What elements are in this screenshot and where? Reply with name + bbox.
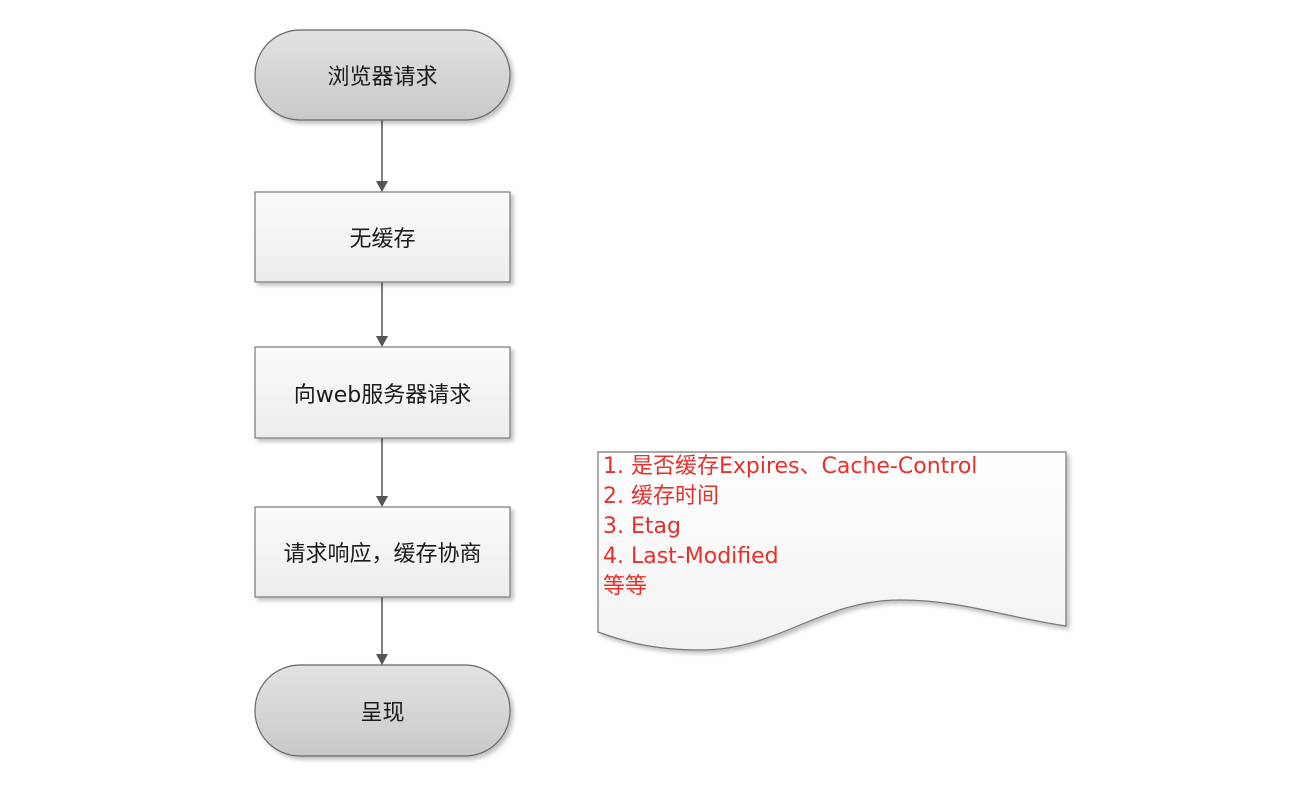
note-line-2: 2. 缓存时间 [603,484,719,509]
request-server-box [254,346,511,439]
start-terminal [254,29,511,121]
end-terminal [254,664,511,757]
no-cache-label: 无缓存 [349,227,416,252]
note-document [597,451,1067,651]
arrowhead [376,181,388,192]
arrowhead [376,336,388,347]
note-text: 1. 是否缓存Expires、Cache-Control 2. 缓存时间 3. … [603,452,1063,602]
request-server-label: 向web服务器请求 [293,382,472,408]
response-label: 请求响应，缓存协商 [283,542,482,567]
start-label: 浏览器请求 [327,65,438,90]
no-cache-box [254,191,511,283]
note-line-5: 等等 [603,574,648,599]
end-label: 呈现 [360,700,405,726]
note-line-1: 1. 是否缓存Expires、Cache-Control [603,454,978,479]
arrowhead [376,654,388,665]
arrowhead [376,496,388,507]
note-line-3: 3. Etag [603,514,681,539]
note-line-4: 4. Last-Modified [603,544,779,569]
response-box [254,506,511,598]
